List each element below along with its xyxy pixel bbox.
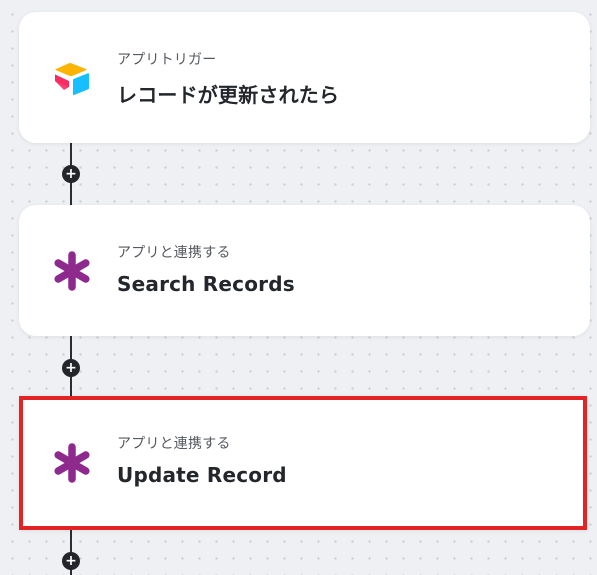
step-title: Search Records xyxy=(117,272,295,296)
flow-step-trigger-card[interactable]: アプリトリガー レコードが更新されたら xyxy=(19,12,590,143)
step-type-label: アプリと連携する xyxy=(117,245,231,261)
add-step-button[interactable]: + xyxy=(62,359,80,377)
airtable-logo-icon xyxy=(55,62,89,96)
flow-step-search-records-card[interactable]: アプリと連携する Search Records xyxy=(19,205,590,336)
step-title: Update Record xyxy=(117,463,287,487)
step-type-label: アプリと連携する xyxy=(117,436,231,452)
add-step-button[interactable]: + xyxy=(62,165,80,183)
add-step-button[interactable]: + xyxy=(62,552,80,570)
flow-step-update-record-card[interactable]: アプリと連携する Update Record xyxy=(19,396,587,530)
asterisk-app-icon xyxy=(54,443,90,483)
asterisk-app-icon xyxy=(54,251,90,291)
step-title: レコードが更新されたら xyxy=(117,83,340,107)
step-type-label: アプリトリガー xyxy=(117,52,217,68)
